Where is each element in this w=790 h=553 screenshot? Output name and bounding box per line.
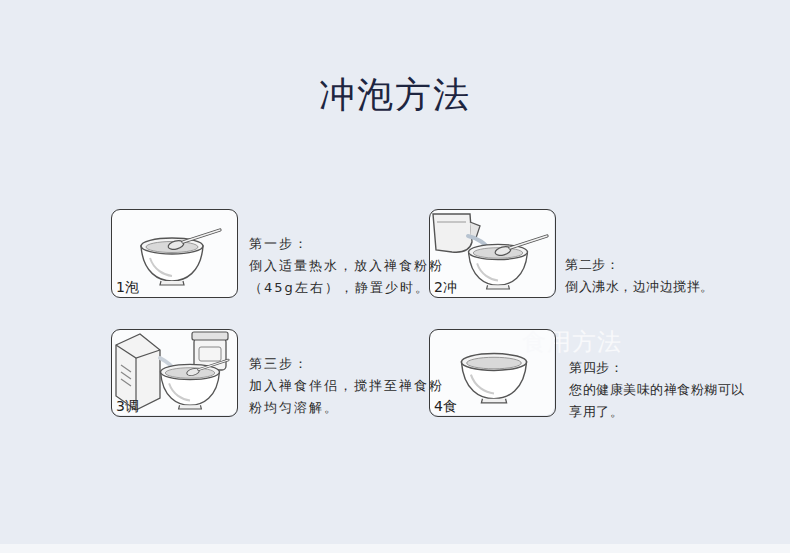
illustration-part: [192, 332, 228, 340]
kettle-drawing: [433, 214, 547, 289]
illustration-part: [430, 210, 554, 297]
illustration-part: [112, 330, 237, 415]
illustration-part: [494, 236, 547, 257]
illustration-part: [461, 354, 526, 403]
step-panel: 4食第四步：您的健康美味的禅食粉糊可以享用了。: [429, 329, 556, 417]
illustration-part: [199, 347, 221, 361]
page-title: 冲泡方法: [0, 72, 790, 118]
step-panel: 3调第三步：加入禅食伴侣，搅拌至禅食粉粉均匀溶解。: [111, 329, 238, 417]
step-number: 2冲: [434, 278, 457, 296]
step-number: 3调: [116, 397, 139, 415]
step-heading: 第三步：: [249, 353, 449, 375]
step-text: 第二步：倒入沸水，边冲边搅拌。: [565, 254, 750, 298]
step-text: 第四步：您的健康美味的禅食粉糊可以享用了。: [569, 357, 754, 423]
step-panel: 1泡第一步：倒入适量热水，放入禅食粉粉（45g左右），静置少时。: [111, 209, 238, 298]
step-number: 1泡: [116, 278, 139, 296]
step-heading: 第四步：: [569, 357, 754, 379]
step-heading: 第一步：: [249, 233, 449, 255]
bowl-drawing: [141, 230, 220, 285]
illustration-part: [112, 210, 237, 297]
bowl-drawing: [461, 354, 526, 403]
illustration-part: [121, 365, 131, 386]
illustration-part: [437, 222, 466, 223]
illustration-part: [186, 360, 228, 377]
step-panel: 2冲第二步：倒入沸水，边冲边搅拌。: [429, 209, 556, 298]
step-body: 倒入沸水，边冲边搅拌。: [565, 276, 750, 298]
bottom-band: [0, 544, 790, 553]
watermark: 食用方法: [522, 329, 622, 355]
illustration-part: [433, 214, 472, 252]
step-body: 您的健康美味的禅食粉糊可以享用了。: [569, 379, 754, 423]
step-text: 第一步：倒入适量热水，放入禅食粉粉（45g左右），静置少时。: [249, 233, 449, 299]
step-text: 第三步：加入禅食伴侣，搅拌至禅食粉粉均匀溶解。: [249, 353, 449, 419]
illustration-part: [116, 345, 160, 358]
step-body: 倒入适量热水，放入禅食粉粉（45g左右），静置少时。: [249, 255, 449, 299]
step-body: 加入禅食伴侣，搅拌至禅食粉粉均匀溶解。: [249, 375, 449, 419]
step-heading: 第二步：: [565, 254, 750, 276]
illustration-part: [167, 230, 220, 251]
step-number: 4食: [434, 397, 457, 415]
